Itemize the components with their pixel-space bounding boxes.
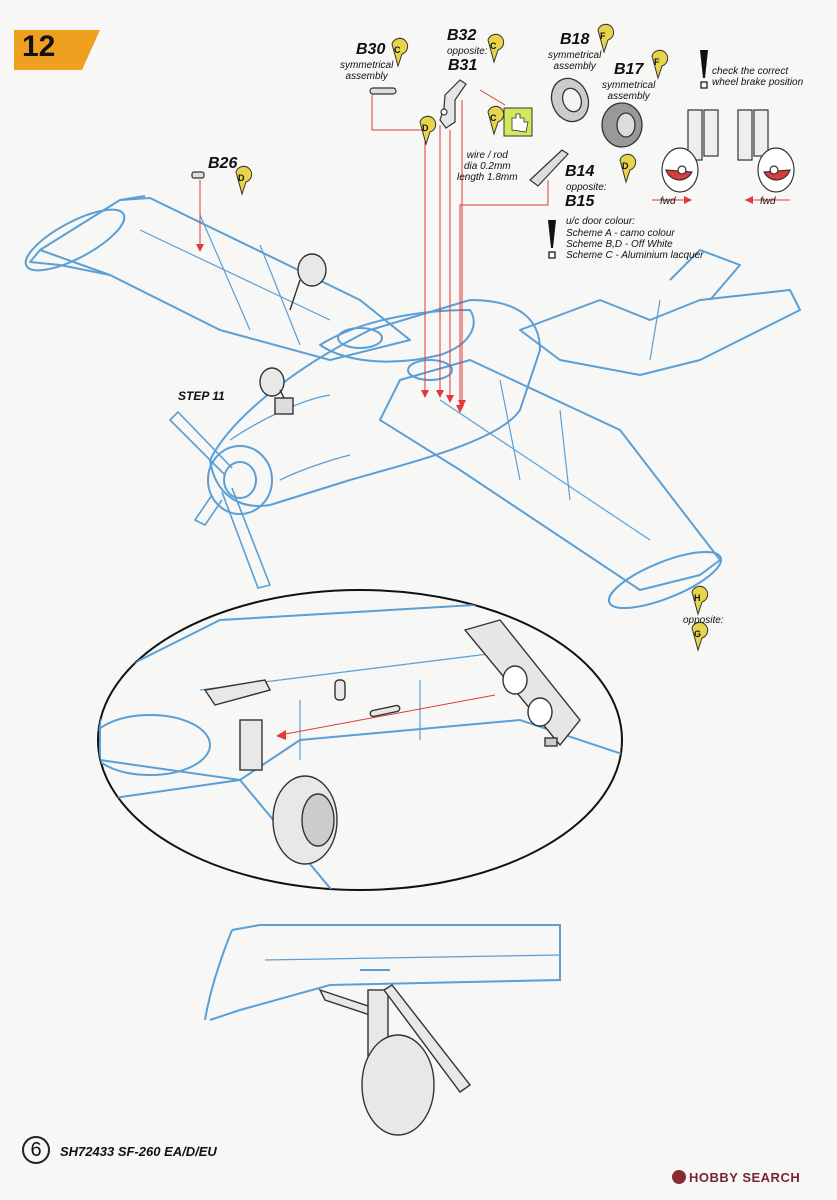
sprue-tag-b30: C — [394, 45, 401, 55]
sprue-tags — [235, 23, 709, 652]
sprue-tag-d-1: D — [422, 123, 429, 133]
part-b15-code: B15 — [565, 193, 595, 210]
part-b14-opposite-label: opposite: — [566, 182, 607, 193]
fwd-label-right: fwd — [760, 196, 776, 207]
uc-door-line-2: Scheme B,D - Off White — [566, 239, 673, 250]
glue-icon — [503, 107, 533, 137]
brake-diagram-left — [661, 109, 719, 193]
detail-view — [97, 589, 623, 891]
uc-door-title: u/c door colour: — [566, 216, 635, 227]
kit-code: SH72433 SF-260 EA/D/EU — [60, 1144, 217, 1159]
aircraft-drawing — [24, 195, 801, 609]
step-number: 12 — [22, 30, 56, 63]
sprue-tag-d-2: D — [622, 161, 629, 171]
watermark-logo-icon — [672, 1170, 686, 1184]
sprue-tag-b32: C — [490, 41, 497, 51]
part-b17-code: B17 — [614, 61, 644, 78]
installed-gear — [259, 253, 327, 415]
step-reference-label: STEP 11 — [178, 389, 225, 403]
arrow-heads — [196, 196, 753, 413]
sprue-tag-b18: F — [600, 31, 606, 41]
part-b31-code: B31 — [448, 57, 478, 74]
part-b18 — [550, 77, 590, 123]
part-b26 — [191, 171, 205, 179]
sprue-tag-g: G — [694, 629, 702, 639]
sprue-tag-h: H — [694, 593, 701, 603]
part-b32-opposite-label: opposite: — [447, 46, 488, 57]
part-b30-note: symmetrical assembly — [340, 60, 394, 82]
result-view — [204, 924, 561, 1136]
sprue-tag-c: C — [490, 113, 497, 123]
uc-door-line-1: Scheme A - camo colour — [566, 228, 675, 239]
part-b14 — [529, 149, 569, 187]
brake-diagram-right — [737, 109, 795, 193]
wire-note: wire / rod dia 0.2mm length 1.8mm — [457, 150, 518, 183]
watermark-text: HOBBY SEARCH — [689, 1170, 801, 1185]
fwd-label-left: fwd — [660, 196, 676, 207]
part-b18-code: B18 — [560, 31, 590, 48]
part-b17 — [601, 102, 643, 148]
sprue-tag-b17: F — [654, 57, 660, 67]
page-number: 6 — [22, 1136, 50, 1164]
part-b30 — [369, 87, 397, 95]
part-b18-note: symmetrical assembly — [548, 50, 602, 72]
sprue-tag-b26: D — [238, 173, 245, 183]
step-badge-shape — [14, 30, 100, 70]
part-b32 — [439, 79, 467, 129]
uc-door-line-3: Scheme C - Aluminium lacquer — [566, 250, 704, 261]
warning-icon — [548, 50, 708, 259]
part-b26-code: B26 — [208, 155, 238, 172]
watermark: HOBBY SEARCH — [672, 1170, 800, 1185]
part-b17-note: symmetrical assembly — [602, 80, 656, 102]
h-opposite-label: opposite: — [683, 615, 724, 626]
part-b30-code: B30 — [356, 41, 386, 58]
part-b32-code: B32 — [447, 27, 477, 44]
brake-note: check the correct wheel brake position — [712, 66, 804, 88]
part-b14-code: B14 — [565, 163, 595, 180]
